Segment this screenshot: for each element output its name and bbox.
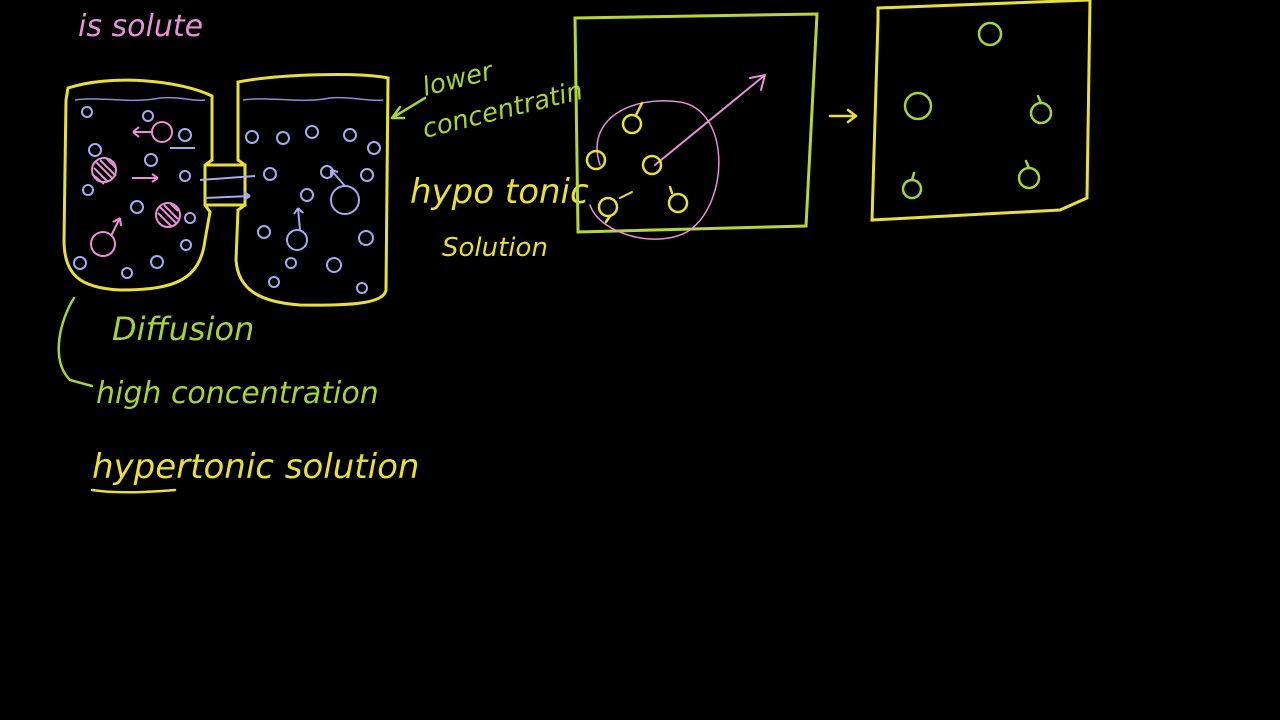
solution-text: Solution xyxy=(442,233,548,263)
cell-box-after xyxy=(870,0,1092,222)
diffusion-text: Diffusion xyxy=(112,310,254,348)
left-chamber xyxy=(62,78,214,292)
hypertonic-text: hypertonic solution xyxy=(92,447,419,487)
hypertonic-underline xyxy=(90,488,177,494)
water-surface xyxy=(74,96,384,102)
solute-particles xyxy=(90,121,181,257)
high-concentration-text: high concentration xyxy=(96,376,379,411)
u-tube-diagram xyxy=(62,73,390,307)
cell-box-before xyxy=(573,12,819,240)
is-solute-text: is solute xyxy=(78,9,203,44)
hypotonic-text: hypo tonic xyxy=(410,172,589,212)
transition-arrow xyxy=(828,108,858,124)
lower-text: lower xyxy=(419,56,497,103)
diffusion-bracket xyxy=(57,296,94,388)
right-chamber xyxy=(234,73,390,307)
lower-concentration-arrow xyxy=(390,96,427,120)
water-particles xyxy=(73,106,381,294)
